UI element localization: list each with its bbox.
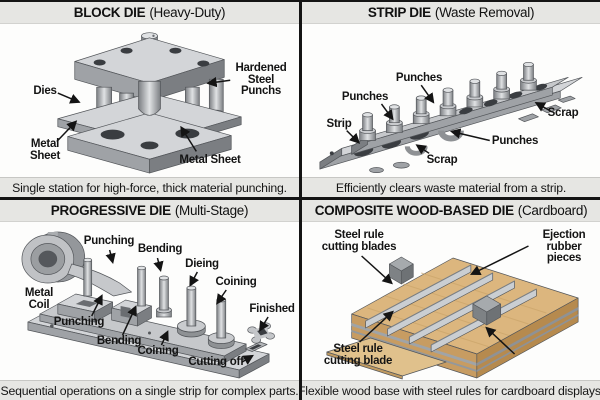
- caption-composite-die: Flexible wood base with steel rules for …: [302, 380, 600, 400]
- vertical-divider: [299, 200, 302, 400]
- punch-row: [359, 61, 537, 141]
- composite-die-arrows: [359, 245, 529, 355]
- caption-progressive-die: Sequential operations on a single strip …: [0, 380, 299, 400]
- block-die-drawing: [56, 32, 242, 174]
- block-die-shape: [57, 32, 242, 174]
- composite-die-shape: [326, 256, 579, 380]
- strip-die-shape: [319, 61, 583, 174]
- panel-title: PROGRESSIVE DIE: [50, 203, 171, 218]
- panel-subtitle: (Cardboard): [517, 203, 588, 218]
- panel-title: STRIP DIE: [367, 5, 431, 20]
- finished-part: [247, 322, 275, 344]
- panel-subtitle: (Multi-Stage): [174, 203, 249, 218]
- composite-die-illustration-area: Steel rule cutting blades Ejection rubbe…: [302, 222, 600, 380]
- composite-die-drawing: [326, 245, 579, 380]
- panel-subtitle: (Heavy-Duty): [149, 5, 226, 20]
- block-die-illustration-area: Dies Hardened Steel Punchs Metal Sheet M…: [0, 24, 299, 177]
- block-die-arrows: [56, 76, 231, 152]
- progressive-die-illustration-area: Punching Bending Dieing Coining Metal Co…: [0, 222, 299, 380]
- panel-title: BLOCK DIE: [73, 5, 146, 20]
- panel-composite-die: COMPOSITE WOOD-BASED DIE (Cardboard): [302, 200, 600, 400]
- title-bar-strip-die: STRIP DIE (Waste Removal): [302, 2, 600, 24]
- strip-die-drawing: [319, 61, 583, 174]
- title-bar-progressive-die: PROGRESSIVE DIE (Multi-Stage): [0, 200, 299, 222]
- title-bar-block-die: BLOCK DIE (Heavy-Duty): [0, 2, 299, 24]
- vertical-divider: [299, 2, 302, 197]
- panel-strip-die: STRIP DIE (Waste Removal): [302, 2, 600, 197]
- progressive-die-drawing: [21, 231, 275, 379]
- horizontal-divider: [0, 197, 600, 200]
- progressive-die-arrows: [91, 249, 269, 365]
- progressive-die-shape: [21, 231, 275, 379]
- panel-title: COMPOSITE WOOD-BASED DIE: [314, 203, 514, 218]
- rubber-blocks: [389, 256, 502, 326]
- panel-subtitle: (Waste Removal): [434, 5, 535, 20]
- title-bar-composite-die: COMPOSITE WOOD-BASED DIE (Cardboard): [302, 200, 600, 222]
- panel-progressive-die: PROGRESSIVE DIE (Multi-Stage): [0, 200, 299, 400]
- caption-block-die: Single station for high-force, thick mat…: [0, 177, 299, 197]
- caption-strip-die: Efficiently clears waste material from a…: [302, 177, 600, 197]
- panel-block-die: BLOCK DIE (Heavy-Duty): [0, 2, 299, 197]
- strip-die-arrows: [346, 84, 551, 155]
- strip-die-illustration-area: Punches Punches Strip Scrap Punches Scra…: [302, 24, 600, 177]
